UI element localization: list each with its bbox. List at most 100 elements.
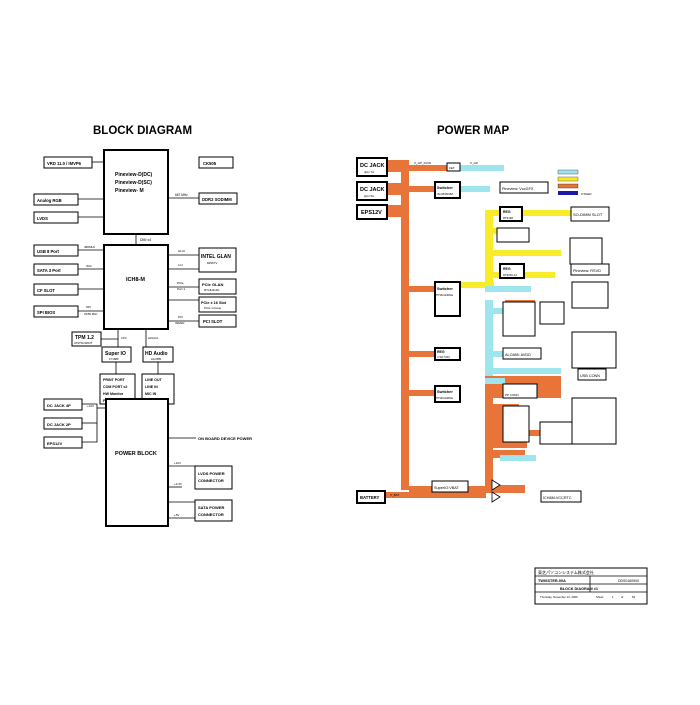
pcie-label: PCIe: [177, 281, 184, 285]
pineview-small-box: [496, 227, 530, 243]
usb-box: [33, 244, 79, 257]
superio-item: HW Monitor: [103, 392, 124, 396]
cf-slot-label: CF SLOT: [37, 288, 55, 293]
usb-conn-label: USB CONN: [580, 374, 600, 378]
power-block-label: POWER BLOCK: [115, 451, 157, 457]
spi-bios-box: [33, 305, 79, 318]
ddr2-label: DDR2 SODIMM: [202, 197, 232, 202]
spi-bus-label: SPI: [86, 305, 91, 309]
switcher-isl-box: [434, 181, 461, 199]
sata-conn-label-2: CONNECTOR: [198, 512, 224, 517]
company-name: 東芝パソコンシステム株式会社: [538, 569, 594, 575]
of-label: of: [621, 595, 624, 599]
alc885-avdd-box: [502, 347, 542, 360]
cpu-box: [103, 149, 169, 235]
sata-conn-label-1: SATA POWER: [198, 505, 224, 510]
legend-other-label: OTHER: [581, 192, 592, 196]
eps12v-label: EPS12V: [47, 441, 62, 446]
switcher-tps-1-sub: TPS51124RGE: [436, 294, 453, 297]
tpm-sub: AT97SC3204T: [74, 341, 93, 345]
block-diagram-title: BLOCK DIAGRAM: [93, 125, 192, 137]
legend: OTHER: [557, 169, 592, 196]
vrd-label: VRD 11.0 / IMVP6: [47, 161, 82, 166]
cpu-label-2: Pineview-D(SC): [115, 180, 152, 186]
pineview-list-box: [569, 237, 603, 265]
pci-label: PCI: [178, 315, 183, 319]
rail-list-box-3: [571, 281, 609, 309]
power-map-title: POWER MAP: [437, 125, 510, 137]
superio-box: [101, 346, 132, 363]
dcjack2p-box: [43, 417, 83, 430]
usb-label: USB 8 Port: [37, 249, 59, 254]
rail-list-box-5: [502, 405, 530, 443]
switcher-tps-2-sub: TPS51124RGE: [436, 397, 453, 400]
rail-list-box-6: [539, 421, 575, 445]
so-dimm-label: SO-DIMM SLOT: [573, 212, 603, 217]
sata-conn-box: [194, 499, 233, 522]
lvds-conn-label-2: CONNECTOR: [198, 478, 224, 483]
fet-label: FET: [449, 166, 455, 170]
battery-label: BATTERY: [360, 495, 380, 500]
title-block: [534, 567, 648, 605]
ddr2-box: [198, 192, 238, 205]
battery-box: [356, 490, 386, 504]
pineview-vccgfx-label: Pineview: VccGFX: [502, 187, 534, 191]
lvds-box: [33, 211, 79, 224]
superio-vbat-box: [431, 480, 469, 493]
p5v-label: +5V: [174, 513, 179, 517]
audio-item: MIC IN: [145, 392, 157, 396]
cpu-label-3: Pineview- M: [115, 188, 144, 194]
pcie-glan-label: PCIe GLAN: [202, 282, 223, 287]
eps12v-input-box: [356, 204, 388, 220]
rail-list-box-2: [539, 301, 565, 325]
spi-speed: 33/50 MHz: [84, 312, 98, 316]
sheet-title: BLOCK DIAGRAM #1: [560, 587, 598, 591]
ck505-label: CK505: [203, 161, 217, 166]
p33v-label: +3.3V: [174, 482, 182, 486]
v-gp-dcin-label: V_GP_DCIN: [414, 161, 431, 165]
diode-icon: [491, 479, 501, 491]
sata-label: SATA 3 Port: [37, 268, 61, 273]
eps12v-input-label: EPS12V: [361, 210, 382, 216]
pp-conn-label: PP CONN: [505, 393, 519, 397]
switcher-isl-label: Switcher: [437, 186, 453, 190]
hdaudio-sub: ALC885: [151, 357, 162, 361]
ck505-box: [198, 156, 234, 169]
vrd-box: [43, 156, 93, 169]
pcie-x16-sub: PCIe x4 lane: [204, 306, 222, 310]
switcher-isl-sub: ISL6545CBZ: [437, 192, 453, 196]
analog-rgb-box: [33, 193, 79, 206]
eps12v-box: [43, 436, 83, 449]
intel-glan-box: [198, 247, 237, 273]
switcher-tps-1-label: Switcher: [437, 287, 453, 291]
pp-conn-box: [502, 383, 538, 399]
reg-lt1117-box: [434, 347, 461, 361]
lvds-conn-label-1: LVDS POWER: [198, 471, 225, 476]
dc-jack-2pin-label: DC JACK: [360, 187, 384, 193]
legend-swatch-other: [558, 191, 578, 195]
power-block-box: [105, 398, 169, 527]
date-label: Thursday, November 12, 2009: [540, 595, 578, 599]
dcjack4p-label: DC JACK 4P: [47, 403, 71, 408]
fet-box: [446, 162, 461, 172]
ddr-speed: 667 MHz: [175, 193, 188, 197]
intel-glan-label: INTEL GLAN: [201, 254, 231, 260]
legend-swatch-12v: [557, 183, 579, 189]
ich8m-box: [103, 244, 169, 330]
lvds-label: LVDS: [37, 216, 48, 221]
pci-speed: 33MHz: [175, 321, 185, 325]
reg-rt9030-sub: RT9030-12: [503, 273, 517, 277]
lpc-label: LPC: [121, 336, 128, 340]
lci-label: LCI: [178, 263, 183, 267]
audio-item: LINE OUT: [145, 378, 163, 382]
rail-list-box-7: [571, 397, 617, 445]
pineview-rsvd-label: Pineview: RSVD: [573, 269, 601, 273]
dc-jack-2pin-box: [356, 181, 388, 201]
project-name: TWISSTER-00A: [538, 579, 566, 583]
dc-jack-4pin-label: DC JACK: [360, 163, 384, 169]
tpm-label: TPM 1.2: [75, 335, 94, 341]
superio-item: PRINT PORT: [103, 378, 126, 382]
pineview-vccgfx-box: [499, 181, 549, 194]
glci-label: GLCI: [178, 249, 185, 253]
